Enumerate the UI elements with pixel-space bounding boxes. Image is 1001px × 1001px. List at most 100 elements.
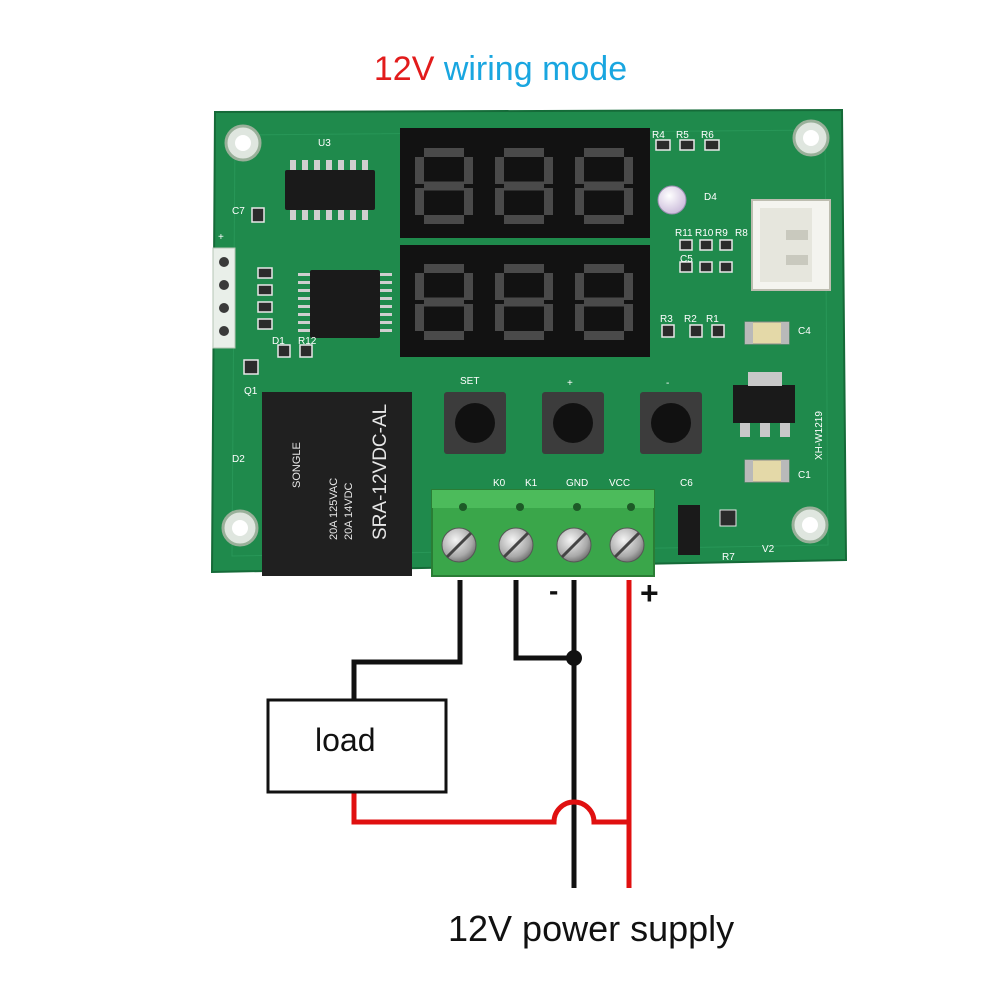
silkscreen-label: D4 (704, 192, 717, 203)
silkscreen-label: R2 (684, 314, 697, 325)
display-segment (544, 157, 553, 184)
silkscreen-label: R5 (676, 130, 689, 141)
display-segment (584, 181, 624, 191)
pin-header: + (212, 232, 236, 349)
silkscreen-label: C5 (680, 254, 693, 265)
load-box (266, 698, 448, 794)
wire-load-vcc (351, 792, 629, 825)
silkscreen-label: Q1 (244, 386, 258, 397)
silkscreen-label: R1 (706, 314, 719, 325)
display-segment (504, 331, 544, 340)
display-segment (584, 331, 624, 340)
relay-brand: SONGLE (291, 442, 303, 488)
display-segment (415, 273, 424, 300)
ic-label: U3 (318, 138, 331, 149)
sensor-connector (751, 199, 831, 291)
display-segment (424, 215, 464, 224)
silkscreen-label: R6 (701, 130, 714, 141)
silkscreen-label: R12 (298, 336, 317, 347)
button-label-set: SET (460, 376, 479, 387)
wire-k0-load (351, 580, 463, 700)
silkscreen-label: R3 (660, 314, 673, 325)
display-segment (624, 157, 633, 184)
display-segment (504, 215, 544, 224)
display-segment (464, 188, 473, 215)
relay: SRA-12VDC-AL 20A 14VDC 20A 125VAC SONGLE (262, 392, 412, 576)
display-segment (415, 188, 424, 215)
status-led (657, 185, 687, 215)
display-segment (584, 264, 624, 273)
display-segment (504, 181, 544, 191)
tactile-buttons: SET + - (444, 376, 702, 454)
silkscreen-label: C7 (232, 206, 245, 217)
display-segment (495, 304, 504, 331)
button-label-plus: + (567, 378, 573, 389)
display-segment (464, 273, 473, 300)
transistor (678, 505, 737, 555)
terminal-vcc: VCC (609, 478, 630, 489)
header-plus-label: + (218, 232, 224, 243)
display-segment (495, 188, 504, 215)
terminal-k0: K0 (493, 478, 506, 489)
voltage-regulator (733, 372, 795, 437)
wire-k1-gnd (513, 580, 574, 661)
junction-dot (566, 650, 582, 666)
minus-button[interactable] (640, 392, 702, 454)
set-button[interactable] (444, 392, 506, 454)
wiring (351, 580, 632, 888)
mcu-chip (298, 270, 392, 338)
button-label-minus: - (666, 378, 669, 389)
diagram-title: 12V wiring mode (0, 50, 1001, 89)
silkscreen-label: C1 (798, 470, 811, 481)
display-segment (504, 264, 544, 273)
silkscreen-label: R8 (735, 228, 748, 239)
silkscreen-label: R11 (675, 228, 693, 239)
seven-segment-display-bottom (400, 245, 650, 357)
display-segment (415, 304, 424, 331)
display-segment (575, 304, 584, 331)
display-segment (575, 273, 584, 300)
silkscreen-label: D2 (232, 454, 245, 465)
display-segment (624, 273, 633, 300)
silkscreen-label: R7 (722, 552, 735, 563)
display-segment (624, 304, 633, 331)
load-label: load (315, 722, 376, 758)
silkscreen-label: C4 (798, 326, 811, 337)
display-segment (495, 273, 504, 300)
display-segment (575, 188, 584, 215)
power-supply-label: 12V power supply (448, 908, 735, 949)
display-segment (575, 157, 584, 184)
silkscreen-label: R4 (652, 130, 665, 141)
silkscreen-label: D1 (272, 336, 285, 347)
display-segment (504, 148, 544, 157)
plus-button[interactable] (542, 392, 604, 454)
display-segment (424, 297, 464, 307)
title-voltage: 12V (373, 50, 435, 88)
silkscreen-label: R9 (715, 228, 728, 239)
display-segment (504, 297, 544, 307)
display-segment (624, 188, 633, 215)
board-model-label: XH-W1219 (814, 411, 825, 460)
silkscreen-label: V2 (762, 544, 775, 555)
mounting-holes (221, 119, 830, 547)
display-segment (424, 181, 464, 191)
silkscreen-label: R10 (695, 228, 714, 239)
terminal-gnd: GND (566, 478, 588, 489)
relay-model-text: SRA-12VDC-AL (370, 404, 391, 540)
silkscreen-label: C6 (680, 478, 693, 489)
display-segment (424, 148, 464, 157)
minus-terminal-label: - (549, 575, 559, 606)
relay-rating-1: 20A 14VDC (343, 482, 355, 540)
title-mode: wiring mode (434, 50, 628, 88)
display-segment (424, 331, 464, 340)
display-segment (464, 304, 473, 331)
relay-rating-2: 20A 125VAC (328, 478, 340, 540)
display-segment (584, 297, 624, 307)
display-segment (544, 188, 553, 215)
display-segment (464, 157, 473, 184)
display-segment (424, 264, 464, 273)
terminal-block: K0 K1 GND VCC (431, 478, 655, 577)
display-segment (544, 273, 553, 300)
